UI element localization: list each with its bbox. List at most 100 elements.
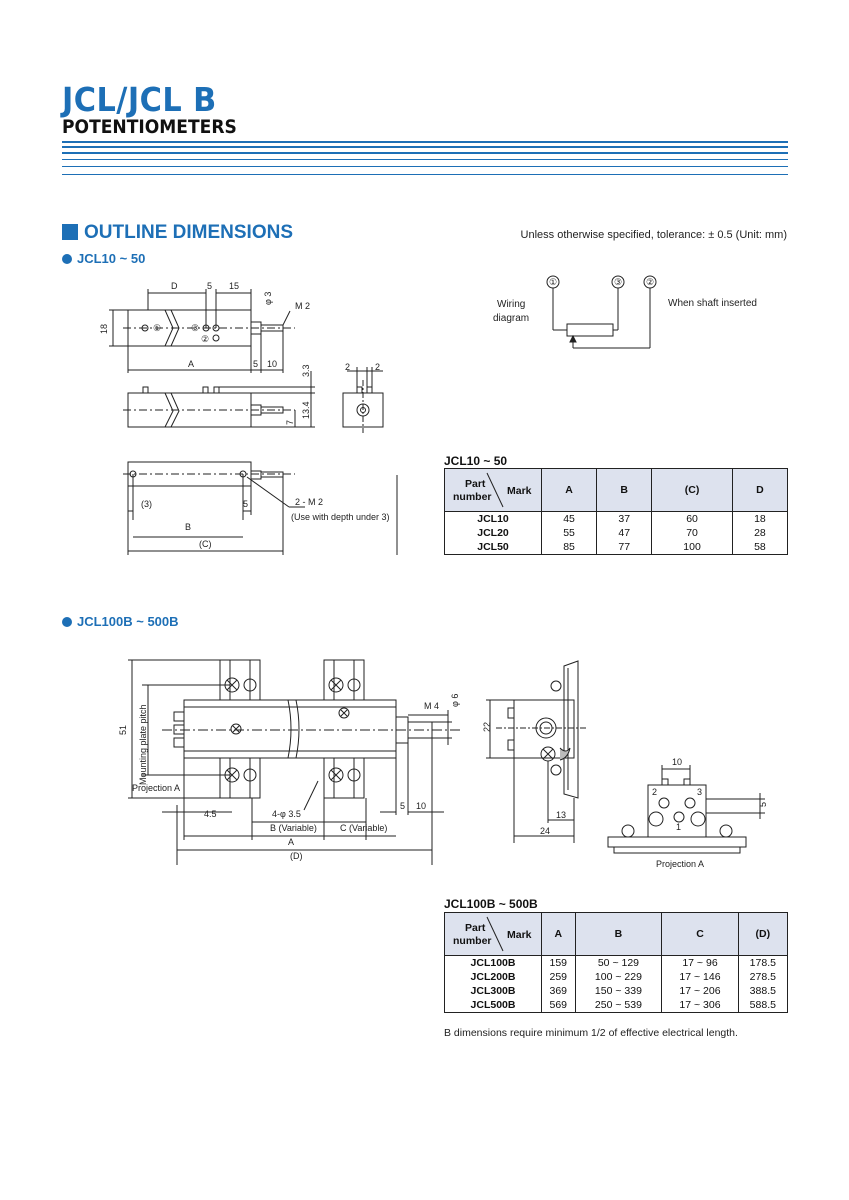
page-subtitle: POTENTIOMETERS: [62, 116, 237, 138]
square-icon: [62, 224, 78, 240]
table-cell: 18: [731, 511, 789, 526]
projection-a-view: 10 5 2 3 1 Projection A: [607, 757, 768, 869]
dim-18: 18: [99, 324, 109, 334]
table-cell: 77: [596, 540, 653, 555]
wiring-diagram: ① ③ ② Wiring diagram When shaft inserted: [493, 275, 757, 349]
corner-number: number: [453, 491, 492, 503]
dim-a: A: [188, 359, 194, 369]
dim-depth: (Use with depth under 3): [291, 512, 390, 522]
jcl100-outline-drawing: 51 Mounting plate pitch Projection A 4.5…: [118, 659, 462, 865]
table-cell: 60: [651, 511, 733, 526]
dim-2a: 2: [345, 362, 350, 372]
table-cell: 100 ~ 229: [574, 970, 663, 984]
terminal-1-label: ①: [153, 323, 161, 333]
wiring-terminal-1: ①: [549, 277, 557, 287]
table-cell: 588.5: [737, 998, 789, 1013]
dim-a: A: [288, 837, 294, 847]
table-cell: 150 ~ 339: [574, 984, 663, 998]
bullet-icon: [62, 254, 72, 264]
dim-7: 7: [285, 420, 295, 425]
table-cell: 28: [731, 526, 789, 540]
table-caption-jcl100: JCL100B ~ 500B: [444, 897, 538, 911]
wiring-label-2: diagram: [493, 313, 529, 324]
table-cell: 55: [540, 526, 598, 540]
dim-10: 10: [267, 359, 277, 369]
dim-3-3: 3.3: [301, 364, 311, 377]
table-cell: 369: [541, 984, 576, 998]
table-cell: 17 ~ 306: [661, 998, 739, 1013]
table-cell: 50 ~ 129: [574, 955, 663, 970]
corner-part: Part: [465, 922, 486, 934]
table-cell: 85: [540, 540, 598, 555]
dim-5b: 5: [758, 802, 768, 807]
table-cell: 250 ~ 539: [574, 998, 663, 1013]
table-cell: 47: [596, 526, 653, 540]
proj-num-2: 2: [652, 787, 657, 797]
corner-number: number: [453, 935, 492, 947]
dim-b: B: [185, 522, 191, 532]
table-cell: 17 ~ 206: [661, 984, 739, 998]
dim-m2: M 2: [295, 301, 310, 311]
table-cell: JCL200B: [444, 970, 542, 984]
subsection-heading-jcl100: JCL100B ~ 500B: [62, 614, 179, 629]
footnote: B dimensions require minimum 1/2 of effe…: [444, 1027, 738, 1039]
table-caption-jcl10: JCL10 ~ 50: [444, 454, 508, 468]
tolerance-note: Unless otherwise specified, tolerance: ±…: [520, 229, 787, 241]
dim-proj-a: Projection A: [132, 783, 180, 793]
corner-diagonal: Part number Mark: [453, 916, 532, 952]
terminal-2-label: ②: [201, 334, 209, 344]
dim-2-m2: 2 - M 2: [295, 497, 323, 507]
dim-hole: 4-φ 3.5: [272, 809, 301, 819]
table-cell: 17 ~ 96: [661, 955, 739, 970]
table-cell: JCL50: [444, 540, 542, 555]
col-header: D: [731, 468, 789, 512]
table-cell: JCL100B: [444, 955, 542, 970]
wiring-terminal-2: ②: [646, 277, 654, 287]
corner-mark: Mark: [507, 485, 532, 497]
dim-phi6: φ 6: [450, 694, 460, 707]
dim-15: 15: [229, 281, 239, 291]
table-cell: JCL300B: [444, 984, 542, 998]
table-cell: 259: [541, 970, 576, 984]
subsection-heading-jcl10: JCL10 ~ 50: [62, 251, 145, 266]
corner-mark: Mark: [507, 929, 532, 941]
bullet-icon: [62, 617, 72, 627]
dim-22: 22: [482, 722, 492, 732]
dim-5b: 5: [253, 359, 258, 369]
proj-num-1: 1: [676, 822, 681, 832]
dim-c-var: C (Variable): [340, 823, 387, 833]
col-header: (C): [651, 468, 733, 512]
corner-part: Part: [465, 478, 486, 490]
dim-5c: 5: [243, 499, 248, 509]
dim-10: 10: [416, 801, 426, 811]
table-cell: 37: [596, 511, 653, 526]
col-header: B: [574, 912, 663, 956]
dim-13: 13: [556, 810, 566, 820]
jcl100-end-view: 22 13 24: [482, 660, 586, 843]
table-cell: 278.5: [737, 970, 789, 984]
col-header: (D): [737, 912, 789, 956]
jcl10-outline-drawing: ① ③ ② D 5 15 M 2 18 A 5 10 φ 3 3.3 13.4 …: [99, 281, 398, 555]
dim-3p: (3): [141, 499, 152, 509]
dim-51: 51: [118, 725, 128, 735]
dim-b-var: B (Variable): [270, 823, 317, 833]
table-cell: 388.5: [737, 984, 789, 998]
dim-5: 5: [400, 801, 405, 811]
col-header: C: [661, 912, 739, 956]
wiring-label-1: Wiring: [497, 299, 525, 310]
table-cell: 70: [651, 526, 733, 540]
dim-10b: 10: [672, 757, 682, 767]
terminal-3-label: ③: [191, 323, 199, 333]
dim-d: D: [171, 281, 178, 291]
table-cell: JCL20: [444, 526, 542, 540]
table-cell: 178.5: [737, 955, 789, 970]
col-header: A: [541, 912, 576, 956]
table-cell: JCL10: [444, 511, 542, 526]
header-stripes: [62, 141, 788, 175]
